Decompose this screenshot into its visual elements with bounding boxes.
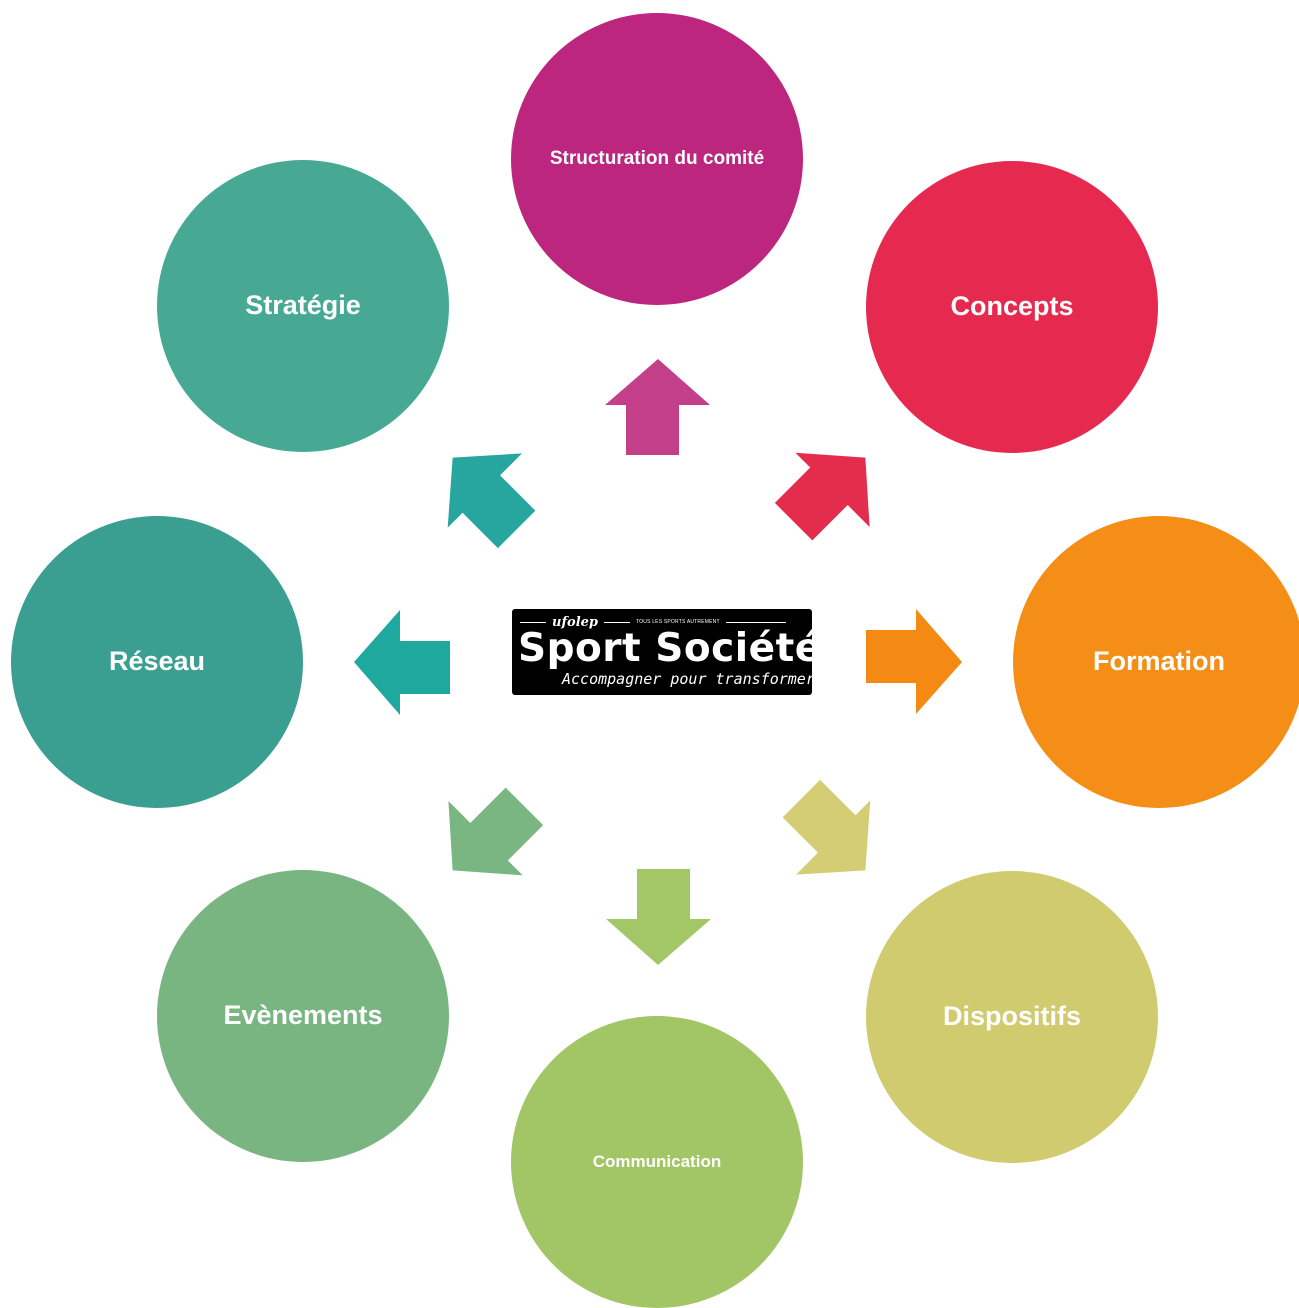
arrow-up-shape xyxy=(605,359,710,455)
node-structuration: Structuration du comité xyxy=(511,13,803,305)
node-evenements-label: Evènements xyxy=(223,1000,383,1031)
arrow-up-right xyxy=(775,438,885,548)
logo-rule-right xyxy=(725,621,786,623)
node-evenements: Evènements xyxy=(157,870,449,1162)
arrow-left-shape xyxy=(354,610,450,715)
node-communication-label: Communication xyxy=(592,1152,722,1172)
logo-rule-mid xyxy=(604,621,631,623)
arrow-down-right xyxy=(775,780,885,890)
node-strategie-label: Stratégie xyxy=(245,290,361,321)
node-formation-label: Formation xyxy=(1093,646,1225,677)
node-reseau: Réseau xyxy=(11,516,303,808)
arrow-up xyxy=(603,354,713,464)
logo-brand: ufolep xyxy=(552,614,599,630)
node-communication: Communication xyxy=(511,1016,803,1308)
logo-title: Sport Société xyxy=(518,626,822,671)
node-strategie: Stratégie xyxy=(157,160,449,452)
arrow-down-left xyxy=(433,780,543,890)
arrow-left xyxy=(349,607,459,717)
arrow-down-shape xyxy=(606,869,711,965)
logo-top-line: ufolep TOUS LES SPORTS AUTREMENT xyxy=(520,614,786,630)
logo-slogan: TOUS LES SPORTS AUTREMENT xyxy=(636,619,720,625)
arrow-up-left xyxy=(433,438,543,548)
arrow-down-right-shape xyxy=(782,780,871,875)
arrow-down-left-shape xyxy=(448,787,543,876)
arrow-up-left-shape xyxy=(447,453,536,548)
arrow-up-right-shape xyxy=(775,452,870,541)
arrow-right-shape xyxy=(866,609,962,714)
arrow-right xyxy=(857,607,967,717)
node-concepts: Concepts xyxy=(866,161,1158,453)
logo-rule-left xyxy=(520,621,546,623)
center-logo: ufolep TOUS LES SPORTS AUTREMENT Sport S… xyxy=(512,609,822,695)
node-reseau-label: Réseau xyxy=(108,646,206,677)
node-formation: Formation xyxy=(1013,516,1299,808)
node-dispositifs: Dispositifs xyxy=(866,871,1158,1163)
node-concepts-label: Concepts xyxy=(950,291,1074,322)
logo-subtitle: Accompagner pour transformer xyxy=(562,670,815,688)
arrow-down xyxy=(603,860,713,970)
node-structuration-label: Structuration du comité xyxy=(549,148,765,170)
node-dispositifs-label: Dispositifs xyxy=(942,1001,1082,1032)
